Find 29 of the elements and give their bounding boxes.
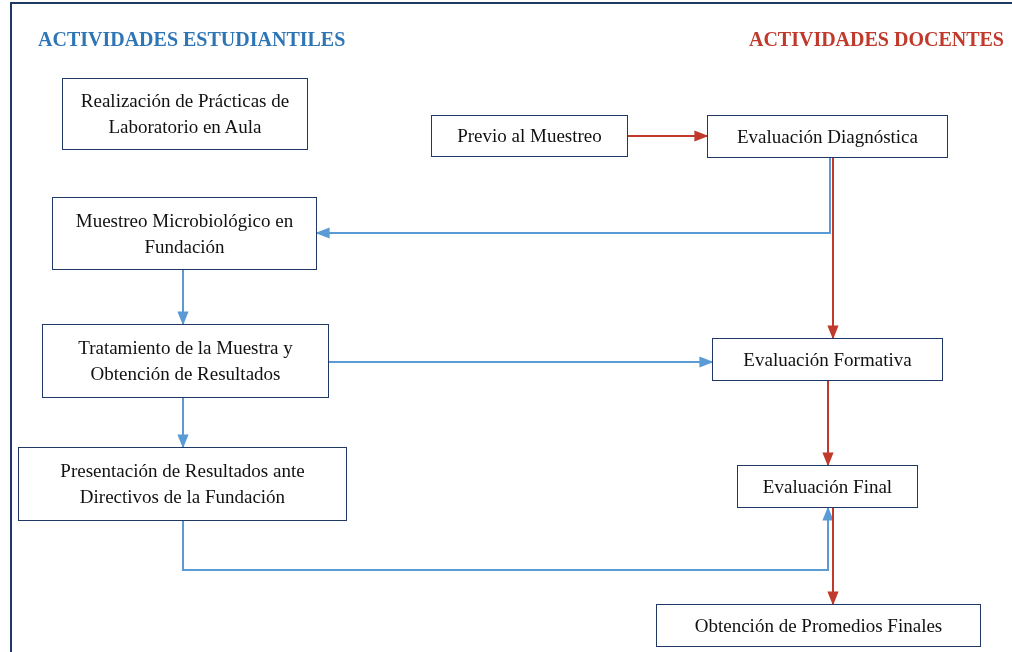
box-text: Muestreo Microbiológico en Fundación <box>74 208 295 259</box>
process-box <box>42 324 329 398</box>
process-box <box>707 115 948 158</box>
arrow <box>177 397 189 449</box>
box-text: Previo al Muestreo <box>457 124 602 149</box>
arrow <box>627 130 709 142</box>
process-box <box>431 115 628 157</box>
process-box <box>52 197 317 270</box>
arrow <box>177 269 189 326</box>
column-heading: ACTIVIDADES DOCENTES <box>748 28 1004 51</box>
arrow <box>315 157 831 239</box>
arrow <box>827 157 839 340</box>
process-box <box>656 604 981 647</box>
box-text: Evaluación Formativa <box>743 347 912 372</box>
arrow <box>328 356 714 368</box>
process-box <box>712 338 943 381</box>
box-text: Evaluación Diagnóstica <box>737 124 918 149</box>
box-text: Obtención de Promedios Finales <box>694 613 943 638</box>
process-box <box>737 465 918 508</box>
box-text: Tratamiento de la Muestra y Obtención de Resultados <box>77 336 294 386</box>
arrow <box>182 506 834 571</box>
arrow <box>827 507 839 606</box>
box-text: Evaluación Final <box>762 474 893 499</box>
process-box <box>62 78 308 150</box>
column-heading: ACTIVIDADES ESTUDIANTILES <box>38 28 346 51</box>
box-text: Realización de Prácticas de Laboratorio en Aula <box>79 89 291 139</box>
box-text: Presentación de Resultados ante Directivos de la Fundación <box>59 459 306 509</box>
arrow <box>822 380 834 467</box>
process-box <box>18 447 347 521</box>
